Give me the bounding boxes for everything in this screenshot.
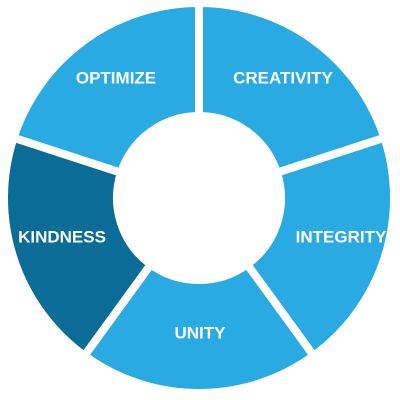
center-hole (121, 120, 277, 276)
segment-unity-shape (80, 260, 318, 397)
segment-optimize-label: OPTIMIZE (76, 68, 156, 87)
segment-creativity-shape (195, 0, 389, 177)
segment-integrity[interactable]: INTEGRITY (243, 133, 398, 360)
segment-optimize-shape (9, 0, 203, 177)
segment-unity-label: UNITY (175, 323, 227, 342)
segment-optimize[interactable]: OPTIMIZE (9, 0, 203, 177)
segment-unity[interactable]: UNITY (80, 260, 318, 397)
segment-creativity-label: CREATIVITY (233, 68, 333, 87)
segment-creativity[interactable]: CREATIVITY (195, 0, 389, 177)
segment-kindness-label: KINDNESS (18, 227, 106, 246)
segment-integrity-shape (243, 133, 398, 360)
segment-kindness[interactable]: KINDNESS (0, 133, 155, 360)
segment-integrity-label: INTEGRITY (296, 227, 387, 246)
segment-kindness-shape (0, 133, 155, 360)
